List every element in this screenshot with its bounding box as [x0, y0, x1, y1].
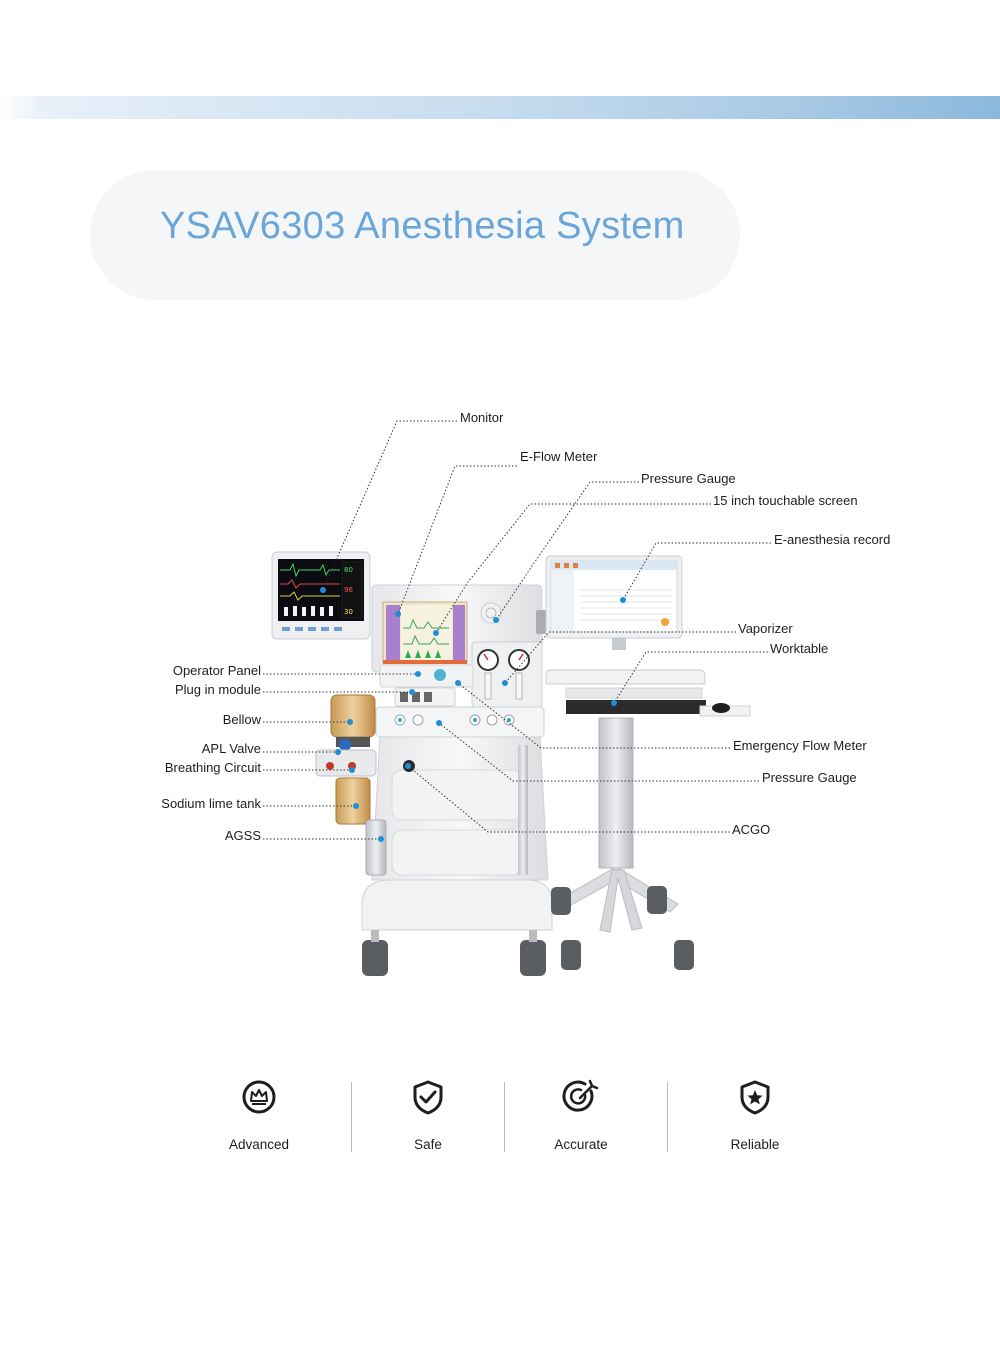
callout-e-flow-meter: E-Flow Meter — [520, 449, 598, 464]
callout-e-anesthesia-record: E-anesthesia record — [774, 532, 891, 547]
touch-screen-display — [545, 555, 683, 650]
callout-acgo: ACGO — [732, 822, 771, 837]
feature-advanced-label: Advanced — [228, 1137, 290, 1152]
callout-sodium-lime-tank: Sodium lime tank — [161, 796, 261, 811]
title-background — [90, 170, 740, 300]
callout-operator-panel: Operator Panel — [172, 663, 261, 678]
feature-safe-label: Safe — [414, 1137, 442, 1152]
feature-accurate-label: Accurate — [554, 1137, 608, 1152]
svg-text:30: 30 — [344, 608, 353, 616]
svg-text:96: 96 — [344, 586, 353, 594]
callout-monitor: Monitor — [460, 410, 504, 425]
callout-lines — [263, 420, 771, 840]
callout-agss: AGSS — [224, 828, 261, 843]
feature-reliable: Reliable — [695, 1075, 815, 1152]
callout-pressure-gauge-top: Pressure Gauge — [641, 471, 736, 486]
patient-monitor: 80 96 30 — [271, 551, 371, 640]
feature-divider — [667, 1082, 668, 1152]
target-icon — [561, 1077, 601, 1117]
feature-accurate: Accurate — [521, 1075, 641, 1152]
feature-divider — [504, 1082, 505, 1152]
callout-dots — [320, 587, 626, 842]
worktable-cart — [545, 669, 751, 970]
feature-row: Advanced Safe Accurate — [0, 1075, 1000, 1165]
callout-emergency-flow-meter: Emergency Flow Meter — [733, 738, 867, 753]
crown-icon — [239, 1077, 279, 1117]
feature-safe: Safe — [368, 1075, 488, 1152]
svg-text:80: 80 — [344, 566, 353, 574]
feature-advanced: Advanced — [199, 1075, 319, 1152]
callout-pressure-gauge-bottom: Pressure Gauge — [762, 770, 857, 785]
page-title: YSAV6303 Anesthesia System — [160, 205, 685, 247]
callout-plug-in-module: Plug in module — [175, 682, 261, 697]
header-gradient-band — [0, 96, 1000, 119]
callout-apl-valve: APL Valve — [201, 741, 261, 756]
shield-check-icon — [408, 1077, 448, 1117]
callout-breathing-circuit: Breathing Circuit — [164, 760, 261, 775]
callout-bellow: Bellow — [222, 712, 261, 727]
callout-worktable: Worktable — [770, 641, 829, 656]
feature-reliable-label: Reliable — [730, 1137, 780, 1152]
shield-star-icon — [735, 1077, 775, 1117]
feature-divider — [351, 1082, 352, 1152]
callout-touchable-screen: 15 inch touchable screen — [713, 493, 858, 508]
callout-vaporizer: Vaporizer — [738, 621, 793, 636]
